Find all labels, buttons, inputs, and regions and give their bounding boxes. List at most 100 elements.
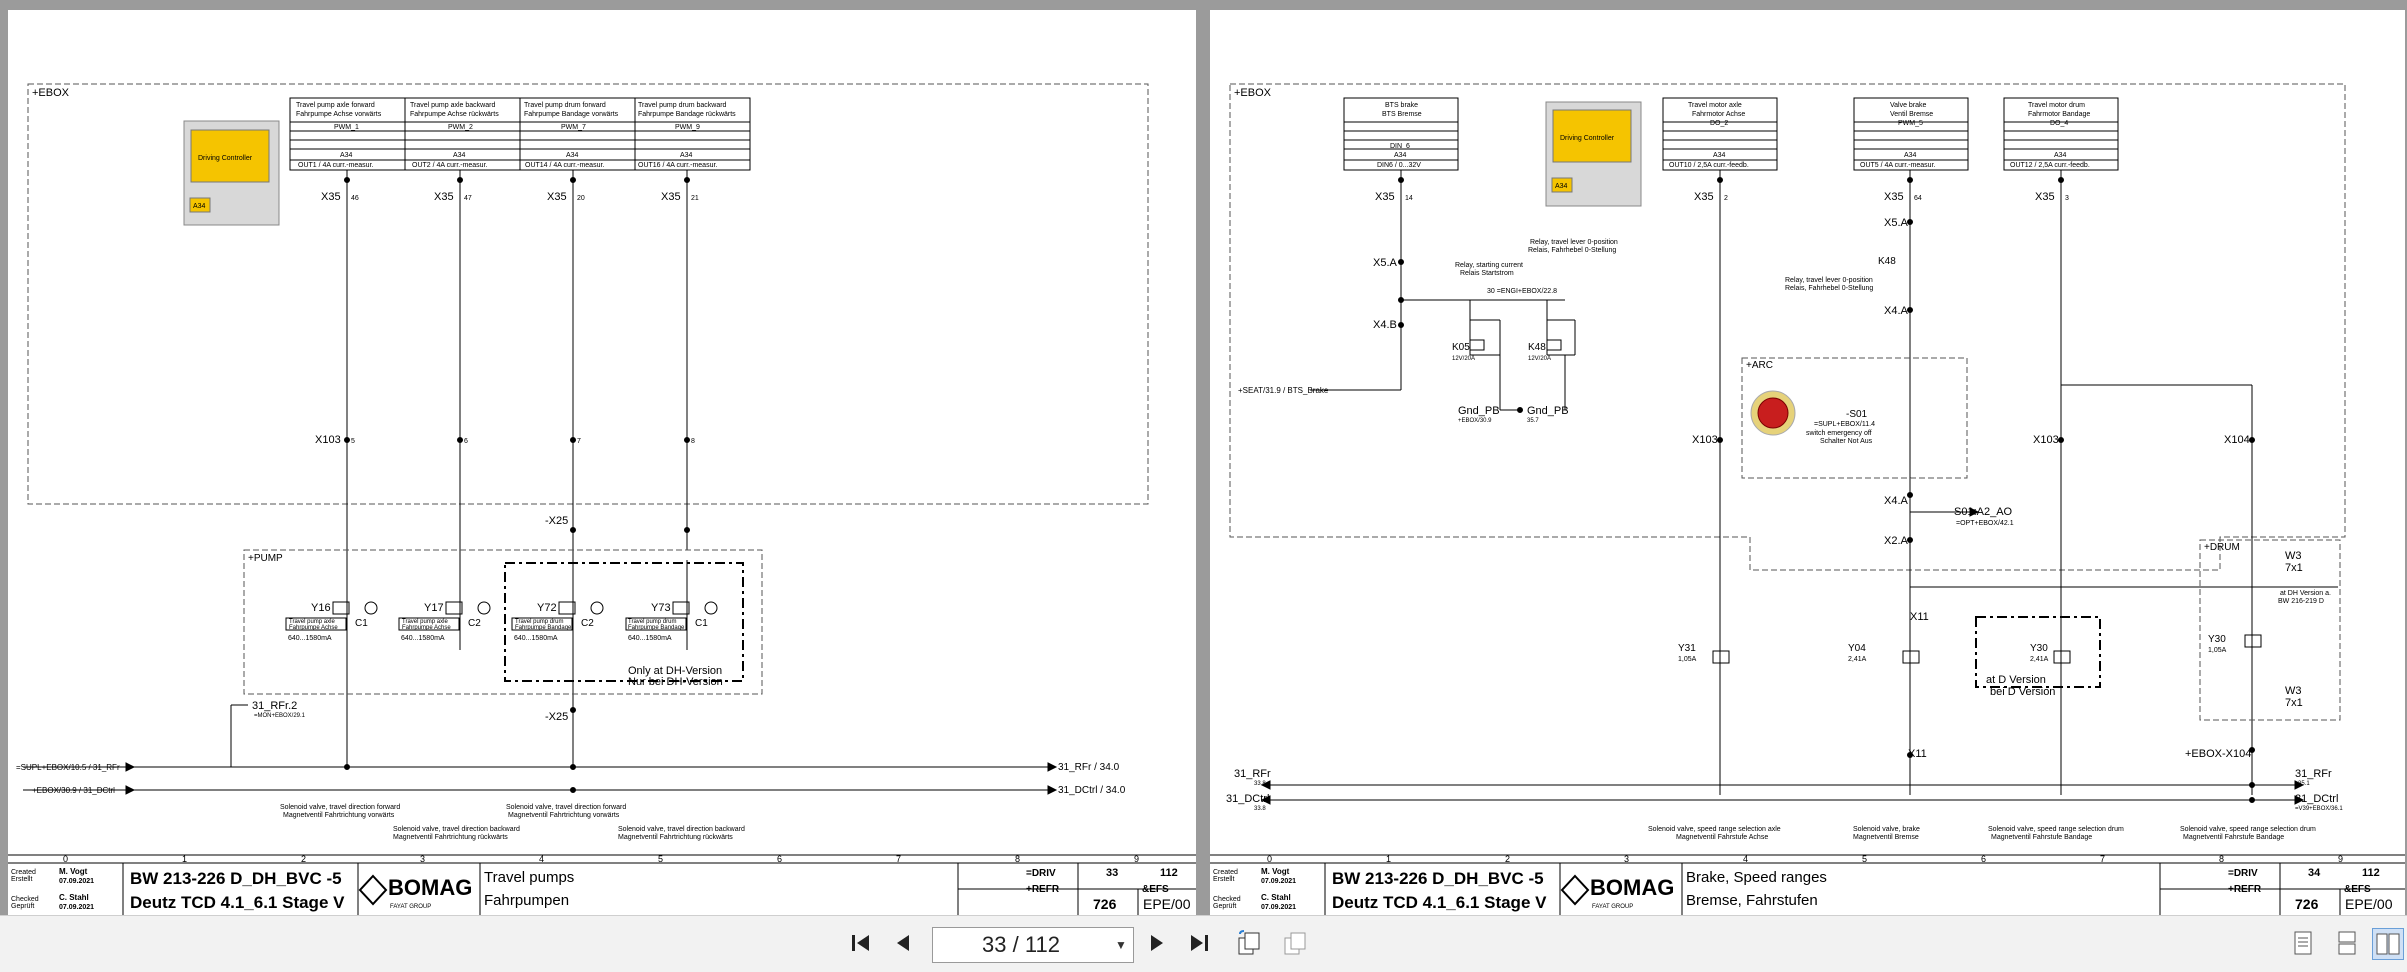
tb-function: =DRIV	[2228, 868, 2258, 879]
x35-label: X35	[1694, 191, 1714, 203]
rotate-icon[interactable]	[1234, 928, 1264, 958]
table-header: PWM_1	[334, 124, 359, 131]
eng-ref: 30 =ENGI+EBOX/22.8	[1487, 288, 1557, 295]
table-header: Travel pump axle forward	[296, 102, 375, 109]
tb-kind: &EFS	[1142, 884, 1169, 895]
tb-created-date: 07.09.2021	[59, 878, 94, 885]
table-header: DO_2	[1710, 120, 1728, 127]
column-number: 3	[1624, 854, 1629, 864]
caption: Magnetventil Fahrtrichtung rückwärts	[393, 834, 508, 841]
x104-label: X104	[2224, 434, 2250, 446]
x35-label: X35	[321, 191, 341, 203]
caption: Magnetventil Fahrtrichtung vorwärts	[508, 812, 620, 819]
brand-logo-text: BOMAG	[388, 875, 472, 900]
x5a-label: X5.A	[1884, 217, 1909, 229]
column-number: 0	[1267, 854, 1272, 864]
table-out: OUT12 / 2,5A curr.-feedb.	[2010, 162, 2090, 169]
x2a-label: X2.A	[1884, 535, 1909, 547]
column-number: 4	[539, 854, 544, 864]
bomag-logo-icon	[358, 874, 388, 906]
table-out: OUT16 / 4A curr.-measur.	[638, 162, 717, 169]
table-a34: A34	[1394, 152, 1407, 159]
table-a34: A34	[1713, 152, 1726, 159]
next-page-icon[interactable]	[1142, 928, 1172, 958]
w3-label: W3	[2285, 550, 2302, 562]
x4a-label: X4.A	[1884, 495, 1909, 507]
table-a34: A34	[680, 152, 693, 159]
valve-y31: Y31	[1678, 643, 1696, 654]
table-header: DIN_6	[1390, 143, 1410, 150]
relay-rating: 12V/20A	[1452, 356, 1475, 362]
column-number: 3	[420, 854, 425, 864]
last-page-icon[interactable]	[1184, 928, 1214, 958]
x35-label: X35	[547, 191, 567, 203]
table-out: OUT1 / 4A curr.-measur.	[298, 162, 374, 169]
tb-title-de: Bremse, Fahrstufen	[1686, 892, 1818, 909]
s01-a2-ref: =OPT+EBOX/42.1	[1956, 520, 2014, 527]
gnd-pb: Gnd_PB	[1527, 405, 1569, 417]
bomag-logo-icon	[1560, 874, 1590, 906]
w3-label: W3	[2285, 685, 2302, 697]
table-header: Travel pump drum backward	[638, 102, 727, 109]
w3-pin: 7x1	[2285, 562, 2303, 574]
tb-checked-label: Checked	[1213, 896, 1241, 903]
schematic-page-33: +EBOX Driving Controller A34 Travel pump…	[8, 10, 1196, 915]
relay-note: Relay, travel lever 0-position	[1785, 277, 1873, 284]
first-page-icon[interactable]	[846, 928, 876, 958]
dctrl-right: 31_DCtrl	[2295, 793, 2338, 805]
caption: Solenoid valve, brake	[1853, 826, 1920, 833]
tb-title-en: Travel pumps	[484, 869, 574, 886]
valve-desc: Travel pump drum	[515, 619, 563, 625]
x5a-label: X5.A	[1373, 257, 1398, 269]
column-number: 2	[301, 854, 306, 864]
page-number-select[interactable]: 33 / 112 ▼	[932, 927, 1134, 963]
table-header: Fahrpumpe Bandage rückwärts	[638, 111, 736, 118]
x4b-label: X4.B	[1373, 319, 1397, 331]
valve-y04: Y04	[1848, 643, 1866, 654]
single-page-icon[interactable]	[2288, 928, 2318, 958]
x103-label: X103	[1692, 434, 1718, 446]
brand-sub: FAYAT GROUP	[1592, 904, 1633, 910]
table-header: Fahrpumpe Bandage vorwärts	[524, 111, 619, 118]
two-page-icon[interactable]	[2372, 928, 2404, 960]
valve-y72: Y72	[537, 602, 557, 614]
caption: Solenoid valve, travel direction backwar…	[393, 826, 520, 833]
tb-created-label-de: Erstellt	[11, 876, 32, 883]
table-header: Fahrpumpe Achse vorwärts	[296, 111, 382, 118]
dctrl-left-ref: 33.8	[1254, 806, 1266, 812]
controller-tag: A34	[1555, 183, 1568, 190]
valve-y04-a: 2,41A	[1848, 656, 1867, 663]
switch-s01-ref: =SUPL+EBOX/11.4	[1814, 421, 1875, 428]
continuous-page-icon[interactable]	[2332, 928, 2362, 958]
brand-sub: FAYAT GROUP	[390, 904, 431, 910]
table-header: BTS Bremse	[1382, 111, 1422, 118]
rfr-right: 31_RFr	[2295, 768, 2332, 780]
caption: Magnetventil Bremse	[1853, 834, 1919, 841]
table-header: PWM_2	[448, 124, 473, 131]
copy-icon[interactable]	[1280, 928, 1310, 958]
dh-note: at DH Version a.	[2280, 590, 2331, 597]
tb-from: 112	[1160, 867, 1178, 879]
x11-label: X11	[1908, 748, 1927, 760]
rfr2-label: 31_RFr.2	[252, 700, 297, 712]
table-header: Fahrmotor Bandage	[2028, 111, 2090, 118]
ebox-label: +EBOX	[1234, 87, 1272, 99]
column-number: 4	[1743, 854, 1748, 864]
valve-y30: Y30	[2030, 643, 2048, 654]
prev-page-icon[interactable]	[888, 928, 918, 958]
table-out: OUT10 / 2,5A curr.-feedb.	[1669, 162, 1749, 169]
table-header: Travel pump drum forward	[524, 102, 606, 109]
table-header: PWM_9	[675, 124, 700, 131]
table-out: OUT14 / 4A curr.-measur.	[525, 162, 604, 169]
column-number: 1	[1386, 854, 1391, 864]
valve-y30-a: 1,05A	[2208, 647, 2227, 654]
x4a-label: X4.A	[1884, 305, 1909, 317]
relay-note: Relais Startstrom	[1460, 270, 1514, 277]
relay-k48: K48	[1528, 342, 1546, 353]
tb-page: 33	[1106, 867, 1118, 879]
x35-label: X35	[1884, 191, 1904, 203]
tb-checked-by: C. Stahl	[59, 893, 89, 902]
caption: Solenoid valve, speed range selection dr…	[1988, 826, 2124, 833]
tb-created-label-de: Erstellt	[1213, 876, 1234, 883]
valve-y31-a: 1,05A	[1678, 656, 1697, 663]
